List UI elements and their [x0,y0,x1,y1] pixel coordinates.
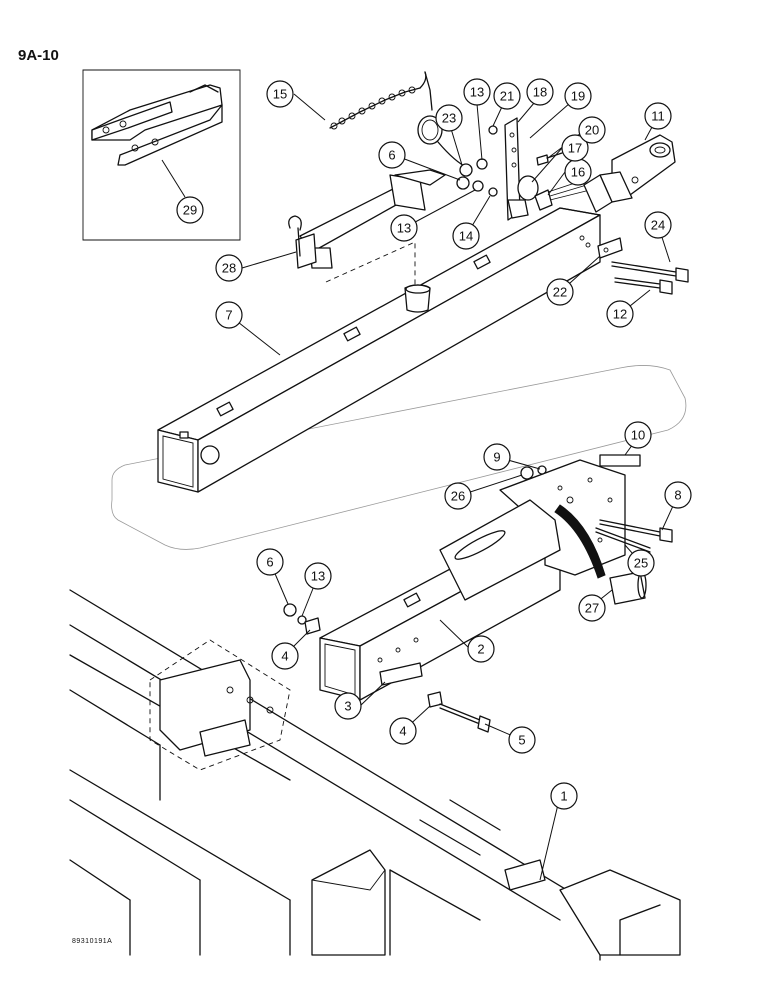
svg-text:4: 4 [281,649,288,664]
inset-box [82,69,241,241]
svg-text:20: 20 [585,123,599,138]
part-25-bolt [595,527,651,553]
svg-text:9: 9 [493,450,500,465]
svg-text:25: 25 [634,556,648,571]
callout-2: 2 [467,635,495,663]
callout-25: 25 [627,549,655,577]
callout-16: 16 [564,158,592,186]
svg-text:22: 22 [553,285,567,300]
svg-text:15: 15 [273,87,287,102]
part-27-sleeve [609,571,647,605]
svg-text:13: 13 [397,221,411,236]
callout-29: 29 [176,196,204,224]
callout-20: 20 [578,116,606,144]
svg-text:4: 4 [399,724,406,739]
part-11-hitch-coupler [583,134,676,213]
assembly-shadow-outline [111,365,687,550]
part-8-bolt [599,519,673,543]
callout-4b: 4 [389,717,417,745]
part-18-bracket [504,117,529,221]
callout-6a: 6 [378,141,406,169]
svg-text:24: 24 [651,218,665,233]
svg-text:23: 23 [442,111,456,126]
page-id: 9A-10 [18,47,59,64]
callout-13a: 13 [463,78,491,106]
part-24-bolt [611,261,689,283]
svg-text:6: 6 [388,148,395,163]
callout-6b: 6 [256,548,284,576]
callout-1: 1 [550,782,578,810]
svg-text:13: 13 [311,569,325,584]
callout-19: 19 [564,82,592,110]
callout-26: 26 [444,482,472,510]
callout-17: 17 [561,134,589,162]
svg-text:11: 11 [651,109,665,124]
callout-13b: 13 [390,214,418,242]
callout-24: 24 [644,211,672,239]
svg-text:29: 29 [183,203,197,218]
callout-22: 22 [546,278,574,306]
svg-text:26: 26 [451,489,465,504]
part-20-bolt [536,152,563,166]
svg-text:10: 10 [631,428,645,443]
callout-15: 15 [266,80,294,108]
svg-text:14: 14 [459,229,473,244]
part-26-nut [520,466,534,480]
svg-text:3: 3 [344,699,351,714]
svg-text:2: 2 [477,642,484,657]
svg-text:28: 28 [222,261,236,276]
part-28-jack [288,169,446,313]
part-17-disc [517,175,539,201]
part-12-bolt [614,277,673,295]
callout-28: 28 [215,254,243,282]
callout-18: 18 [526,78,554,106]
part-10-pin [599,454,641,467]
callout-4a: 4 [271,642,299,670]
svg-text:5: 5 [518,733,525,748]
svg-text:18: 18 [533,85,547,100]
hardware-lower [283,603,443,708]
part-29-hitch-clevis [91,84,223,166]
callout-23: 23 [435,104,463,132]
part-5-bolt [439,703,491,733]
svg-text:19: 19 [571,89,585,104]
hardware-upper [456,125,498,197]
leader-29 [161,159,186,198]
callout-5: 5 [508,726,536,754]
svg-text:6: 6 [266,555,273,570]
callout-12: 12 [606,300,634,328]
callout-27: 27 [578,594,606,622]
svg-text:27: 27 [585,601,599,616]
callout-8: 8 [664,481,692,509]
part-2-mount-plate [439,459,626,601]
part-16-wiring-plug [534,177,591,211]
part-15-safety-chain [329,71,469,169]
part-7-tongue-tube [157,207,601,493]
part-9-nut [537,465,547,475]
part-22-plate [597,237,623,259]
svg-text:13: 13 [470,85,484,100]
svg-text:17: 17 [568,141,582,156]
svg-text:8: 8 [674,488,681,503]
callout-3: 3 [334,692,362,720]
part-3-pin [379,662,423,686]
callout-10: 10 [624,421,652,449]
callout-7: 7 [215,301,243,329]
callout-13c: 13 [304,562,332,590]
svg-text:7: 7 [225,308,232,323]
callout-9: 9 [483,443,511,471]
svg-text:12: 12 [613,307,627,322]
drawing-number: 89310191A [72,938,112,945]
part-1-frame [69,589,681,961]
svg-text:16: 16 [571,165,585,180]
svg-text:1: 1 [560,789,567,804]
callout-14: 14 [452,222,480,250]
callout-21: 21 [493,82,521,110]
svg-text:21: 21 [500,89,514,104]
callout-11: 11 [644,102,672,130]
